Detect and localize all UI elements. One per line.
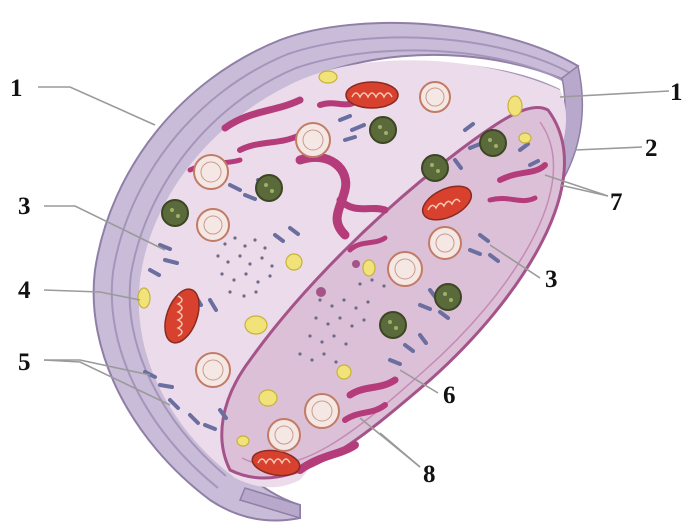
label-6: 6 bbox=[443, 382, 456, 409]
label-4: 4 bbox=[18, 277, 31, 304]
label-3-left: 3 bbox=[18, 193, 31, 220]
label-1-right: 1 bbox=[670, 79, 683, 106]
chloroplast bbox=[435, 284, 461, 310]
chloroplast bbox=[422, 155, 448, 181]
label-5: 5 bbox=[18, 349, 31, 376]
chloroplast bbox=[380, 312, 406, 338]
chloroplast bbox=[162, 200, 188, 226]
label-8: 8 bbox=[423, 461, 436, 488]
chloroplast bbox=[256, 175, 282, 201]
label-1-left: 1 bbox=[10, 75, 23, 102]
label-2: 2 bbox=[645, 135, 658, 162]
label-7: 7 bbox=[610, 189, 623, 216]
mitochondrion bbox=[346, 82, 398, 108]
chloroplast bbox=[370, 117, 396, 143]
label-3-right: 3 bbox=[545, 266, 558, 293]
chloroplast bbox=[480, 130, 506, 156]
